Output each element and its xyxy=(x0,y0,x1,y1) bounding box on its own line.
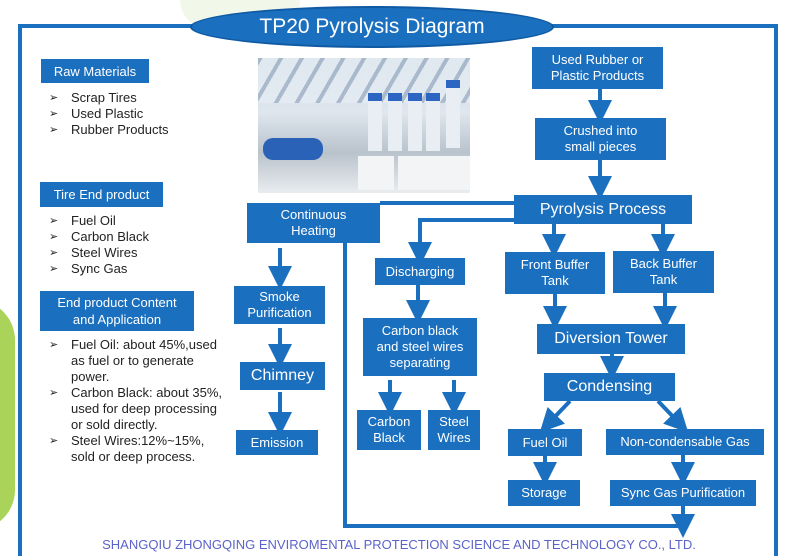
list-item: ➢Sync Gas xyxy=(45,261,225,277)
arrow-bullet-icon: ➢ xyxy=(49,92,59,104)
list-item: ➢Used Plastic xyxy=(45,106,225,122)
box-steel-wires: Steel Wires xyxy=(428,410,480,450)
list-item: ➢Steel Wires:12%~15%, sold or deep proce… xyxy=(45,433,225,465)
box-emission: Emission xyxy=(236,430,318,455)
end-product-content-heading: End product Content and Application xyxy=(40,291,194,331)
box-crushed: Crushed into small pieces xyxy=(535,118,666,160)
frame-top-right xyxy=(548,24,778,28)
box-carbon-black: Carbon Black xyxy=(357,410,421,450)
frame-top-left xyxy=(18,24,193,28)
arrow-bullet-icon: ➢ xyxy=(49,435,59,447)
arrow-pyrolysis-to-discharging xyxy=(408,218,514,266)
arrow-condensing-to-gas xyxy=(656,399,689,433)
list-item: ➢Fuel Oil xyxy=(45,213,225,229)
arrow-bullet-icon: ➢ xyxy=(49,247,59,259)
frame-right xyxy=(774,24,778,556)
box-pyrolysis-process: Pyrolysis Process xyxy=(514,195,692,224)
box-chimney: Chimney xyxy=(240,362,325,390)
diagram-title: TP20 Pyrolysis Diagram xyxy=(190,6,554,48)
box-front-buffer: Front Buffer Tank xyxy=(505,252,605,294)
arrow-condensing-to-fuel xyxy=(539,399,572,433)
box-sync-gas-purification: Sync Gas Purification xyxy=(610,480,756,506)
box-back-buffer: Back Buffer Tank xyxy=(613,251,714,293)
box-condensing: Condensing xyxy=(544,373,675,401)
box-discharging: Discharging xyxy=(375,258,465,285)
box-fuel-oil: Fuel Oil xyxy=(508,429,582,456)
box-non-condensable-gas: Non-condensable Gas xyxy=(606,429,764,455)
frame-left xyxy=(18,24,22,556)
arrow-bullet-icon: ➢ xyxy=(49,339,59,351)
list-item: ➢Carbon Black: about 35%, used for deep … xyxy=(45,385,225,433)
box-continuous-heating: Continuous Heating xyxy=(247,203,380,243)
end-product-content-list: ➢Fuel Oil: about 45%,used as fuel or to … xyxy=(45,337,225,465)
arrow-bullet-icon: ➢ xyxy=(49,108,59,120)
raw-materials-list: ➢Scrap Tires ➢Used Plastic ➢Rubber Produ… xyxy=(45,90,225,138)
box-used-rubber: Used Rubber or Plastic Products xyxy=(532,47,663,89)
arrow-bullet-icon: ➢ xyxy=(49,263,59,275)
tire-end-product-heading: Tire End product xyxy=(40,182,163,207)
list-item: ➢Fuel Oil: about 45%,used as fuel or to … xyxy=(45,337,225,385)
box-separating: Carbon black and steel wires separating xyxy=(363,318,477,376)
arrow-bullet-icon: ➢ xyxy=(49,387,59,399)
list-item: ➢Scrap Tires xyxy=(45,90,225,106)
decorative-green-swoosh xyxy=(0,300,15,530)
list-item: ➢Carbon Black xyxy=(45,229,225,245)
arrow-bullet-icon: ➢ xyxy=(49,215,59,227)
arrow-bullet-icon: ➢ xyxy=(49,231,59,243)
pyrolysis-plant-photo xyxy=(258,58,470,193)
box-smoke-purification: Smoke Purification xyxy=(234,286,325,324)
company-watermark: SHANGQIU ZHONGQING ENVIROMENTAL PROTECTI… xyxy=(102,537,696,552)
raw-materials-heading: Raw Materials xyxy=(41,59,149,83)
box-diversion-tower: Diversion Tower xyxy=(537,324,685,354)
list-item: ➢Rubber Products xyxy=(45,122,225,138)
box-storage: Storage xyxy=(508,480,580,506)
tire-end-product-list: ➢Fuel Oil ➢Carbon Black ➢Steel Wires ➢Sy… xyxy=(45,213,225,277)
list-item: ➢Steel Wires xyxy=(45,245,225,261)
arrow-bullet-icon: ➢ xyxy=(49,124,59,136)
